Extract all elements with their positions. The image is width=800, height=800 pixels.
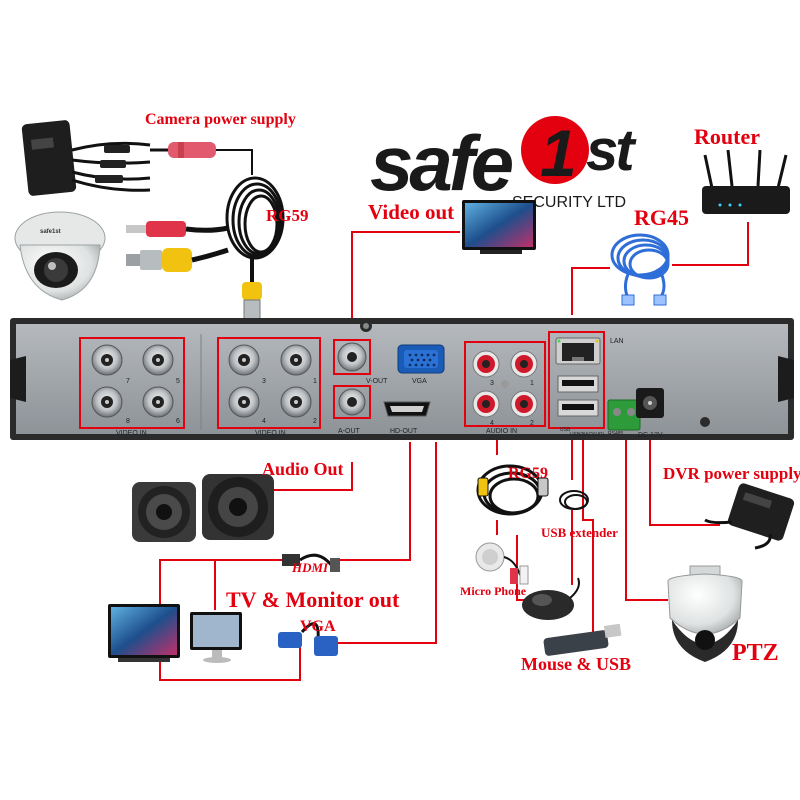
bnc-number: 4 [262, 418, 266, 425]
dome-camera: safe1st [14, 211, 106, 301]
usb-bottom-label: USB(BACKUP) [570, 432, 605, 438]
bnc-number: 5 [176, 378, 180, 385]
audio-in-label: AUDIO IN [486, 428, 518, 435]
tv-monitor-out-label: TV & Monitor out [226, 587, 400, 612]
a-out-port[interactable] [338, 388, 366, 416]
video-in-right-label: VIDEO IN [255, 430, 286, 437]
rg59-cable-coil [225, 150, 285, 333]
lan-usb-highlight [548, 331, 605, 429]
power-wire [216, 149, 253, 175]
video-in-left-label: VIDEO IN [116, 430, 147, 437]
rca-port[interactable] [510, 350, 538, 378]
monitor [190, 612, 242, 663]
micro-phone-label: Micro Phone [460, 584, 527, 598]
usb-port-top[interactable] [557, 375, 599, 393]
bnc-number: 3 [262, 378, 266, 385]
bnc-connector[interactable] [228, 386, 260, 418]
ptz-camera [667, 565, 743, 662]
hdmi-port[interactable] [383, 401, 431, 417]
hdmi-label: HDMI [292, 560, 329, 575]
video-out-label: Video out [368, 200, 455, 224]
rs485-label: RS485 [608, 431, 624, 437]
lan-label: LAN [610, 338, 624, 345]
dvr-power-supply [704, 483, 795, 550]
usb-drive [543, 623, 622, 656]
video-in-highlight-left [79, 337, 185, 429]
bnc-connectors [91, 339, 371, 419]
bnc-connector[interactable] [228, 344, 260, 376]
bnc-number: 6 [176, 418, 180, 425]
v-out-label: V-OUT [366, 378, 388, 385]
v-out-port[interactable] [337, 342, 367, 372]
audio-number: 4 [490, 420, 494, 427]
vga-port-label: VGA [412, 378, 427, 385]
audio-out-label: Audio Out [262, 459, 344, 479]
router-label: Router [694, 124, 760, 149]
rg59-audio-coil [476, 464, 549, 516]
audio-number: 2 [530, 420, 534, 427]
rca-port[interactable] [510, 390, 538, 418]
rg45-label: RG45 [634, 205, 689, 230]
rg45-network-cable [610, 233, 670, 306]
video-in-highlight-right [217, 337, 321, 429]
dc-power-jack[interactable] [636, 388, 664, 418]
bnc-number: 1 [313, 378, 317, 385]
speakers [132, 474, 274, 542]
bnc-connector[interactable] [280, 386, 312, 418]
vga-cable [278, 622, 338, 656]
tv [108, 604, 180, 662]
audio-number: 3 [490, 380, 494, 387]
brand-logo: safe 1 st SECURITY LTD [370, 116, 640, 211]
camera-badge: safe1st [40, 229, 61, 235]
audio-in-ports [472, 350, 538, 418]
mouse [522, 577, 580, 620]
camera-connectors [126, 221, 229, 272]
vga-label: VGA [300, 618, 336, 635]
dc-12v-label: DC 12V [638, 432, 663, 439]
rs485-terminal[interactable] [607, 399, 641, 431]
audio-in-highlight [464, 341, 546, 427]
usb-extender-cable [559, 490, 589, 510]
dvr-power-supply-label: DVR power supply [663, 464, 800, 483]
usb-extender-label: USB extender [541, 525, 618, 540]
rca-port[interactable] [472, 390, 500, 418]
ptz-label: PTZ [732, 640, 779, 666]
usb-top-label: USB [560, 427, 571, 433]
bnc-connector[interactable] [280, 344, 312, 376]
bnc-number: 8 [126, 418, 130, 425]
rca-port[interactable] [472, 350, 500, 378]
brand-name-left: safe [370, 119, 513, 207]
hdmi-cable [282, 553, 340, 572]
camera-power-supply-label: Camera power supply [145, 111, 296, 128]
router [702, 149, 790, 214]
rg59-audio-label: RG59 [508, 465, 548, 482]
a-out-label: A-OUT [338, 428, 360, 435]
bnc-connector[interactable] [142, 344, 174, 376]
vga-port[interactable] [397, 344, 445, 374]
audio-number: 1 [530, 380, 534, 387]
video-out-tv [462, 200, 536, 254]
bnc-connector[interactable] [91, 344, 123, 376]
camera-power-supply [21, 120, 216, 196]
usb-port-bottom[interactable] [557, 399, 599, 417]
brand-name-digit: 1 [540, 116, 577, 190]
bnc-connector[interactable] [91, 386, 123, 418]
mouse-usb-label: Mouse & USB [521, 654, 632, 674]
brand-name-right: st [586, 118, 637, 183]
microphone [475, 542, 529, 585]
lan-port[interactable] [555, 337, 601, 365]
v-out-highlight [333, 339, 371, 375]
brand-red-circle [521, 116, 589, 184]
brand-tagline: SECURITY LTD [512, 194, 626, 211]
bnc-number: 2 [313, 418, 317, 425]
hd-out-label: HD-OUT [390, 428, 418, 435]
bnc-number: 7 [126, 378, 130, 385]
rg59-camera-label: RG59 [266, 206, 309, 225]
a-out-highlight [333, 385, 371, 419]
bnc-connector[interactable] [142, 386, 174, 418]
